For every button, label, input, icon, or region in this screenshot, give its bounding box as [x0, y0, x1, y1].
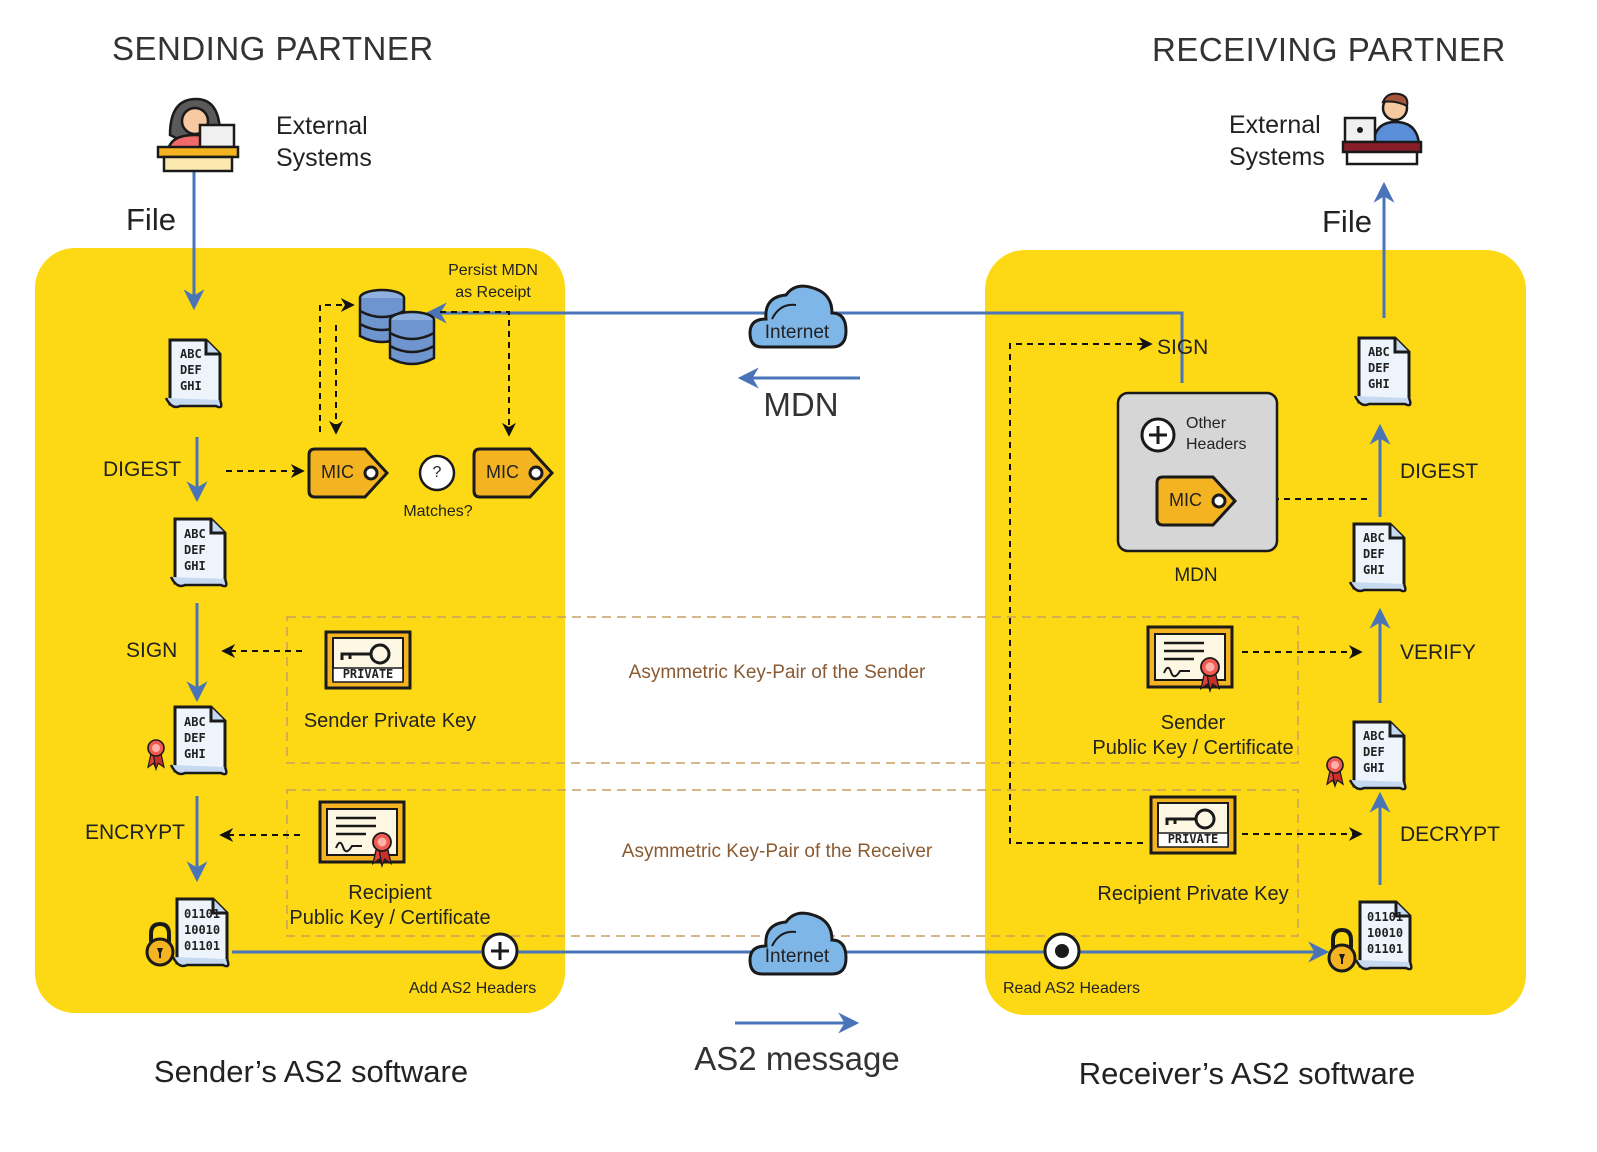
keypair-receiver-label: Asymmetric Key-Pair of the Receiver — [621, 841, 933, 862]
question-mark: ? — [432, 464, 442, 481]
sender-file-label: File — [126, 202, 176, 237]
question-circle-icon — [418, 454, 456, 492]
receiver-step-sign: SIGN — [1157, 336, 1209, 359]
sender-step-sign: SIGN — [126, 639, 178, 662]
receiver-private-badge: PRIVATE — [1167, 832, 1219, 846]
receipt-mic-label: MIC — [486, 462, 519, 482]
sender-public-key-label: Sender Public Key / Certificate — [1092, 712, 1294, 759]
receiver-step-digest: DIGEST — [1400, 460, 1479, 483]
sender-certificate-icon — [1148, 627, 1232, 690]
receiver-signature-rosette-icon — [1326, 756, 1344, 787]
recipient-certificate-icon — [320, 802, 404, 865]
read-as2-headers-label: Read AS2 Headers — [1003, 980, 1140, 997]
receiver-person-icon — [1341, 92, 1423, 166]
sender-person-icon — [156, 97, 240, 173]
signature-rosette-icon — [147, 739, 165, 770]
sender-private-badge: PRIVATE — [342, 667, 394, 681]
mdn-mic-label: MIC — [1169, 490, 1202, 510]
matches-label: Matches? — [403, 503, 473, 520]
sender-software-panel — [35, 248, 565, 1013]
receiver-step-verify: VERIFY — [1400, 641, 1476, 664]
mdn-box-caption: MDN — [1174, 565, 1218, 586]
internet-label-top: Internet — [764, 322, 830, 343]
mdn-flow-label: MDN — [763, 386, 839, 423]
add-as2-headers-label: Add AS2 Headers — [409, 980, 537, 997]
sender-step-digest: DIGEST — [103, 458, 182, 481]
sender-keypair-box — [286, 616, 1299, 764]
receiver-external-systems: External Systems — [1229, 111, 1325, 171]
receiving-partner-heading: RECEIVING PARTNER — [1152, 31, 1506, 68]
sender-external-systems: External Systems — [276, 112, 372, 172]
receiver-keypair-box — [286, 789, 1299, 937]
receiver-step-decrypt: DECRYPT — [1400, 823, 1500, 846]
as2-message-label: AS2 message — [694, 1040, 900, 1077]
receiver-file-label: File — [1322, 204, 1372, 239]
recipient-private-key-label: Recipient Private Key — [1097, 883, 1289, 905]
internet-label-bottom: Internet — [764, 946, 830, 967]
sending-partner-heading: SENDING PARTNER — [112, 30, 434, 67]
read-headers-dot-icon — [1043, 932, 1081, 970]
sender-private-key-label: Sender Private Key — [303, 710, 477, 732]
add-headers-plus-icon — [481, 932, 519, 970]
receiver-software-label: Receiver’s AS2 software — [1078, 1056, 1416, 1091]
keypair-sender-label: Asymmetric Key-Pair of the Sender — [628, 662, 926, 683]
other-headers-label: Other Headers — [1186, 415, 1247, 453]
plus-circle-icon — [1140, 417, 1176, 453]
sender-mic-label: MIC — [321, 462, 354, 482]
persist-mdn-label: Persist MDN as Receipt — [448, 262, 538, 301]
sender-step-encrypt: ENCRYPT — [85, 821, 185, 844]
recipient-public-key-label: Recipient Public Key / Certificate — [289, 882, 491, 929]
sender-software-label: Sender’s AS2 software — [153, 1054, 469, 1089]
